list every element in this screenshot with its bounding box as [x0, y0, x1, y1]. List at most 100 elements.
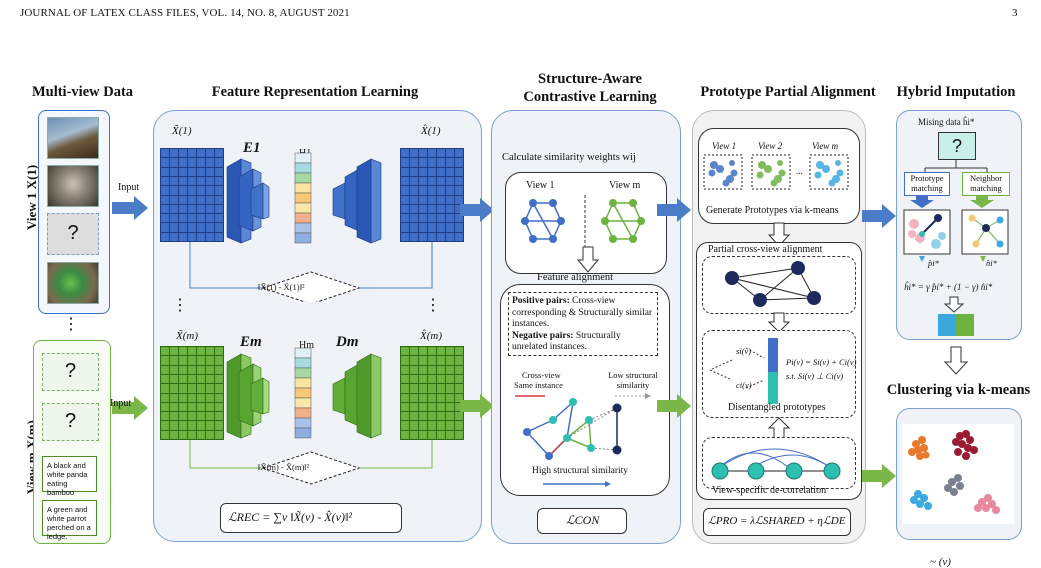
matrix-cell [419, 232, 427, 241]
matrix-cell [410, 167, 418, 176]
matrix-cell [428, 149, 436, 158]
cluster-plot [902, 424, 1014, 524]
view-ellipsis: ⋮ [63, 316, 79, 333]
matrix-cell [197, 347, 205, 356]
title-contrastive-2: Contrastive Learning [523, 89, 657, 105]
matrix-cell [428, 365, 436, 374]
missing-text-1: ? [42, 353, 99, 391]
matrix-cell [197, 421, 205, 430]
matrix-cell [419, 430, 427, 439]
rec-loss-formula: ℒREC = ∑v ‖X̃(v) - X̂(v)‖² [228, 510, 352, 524]
hybrid-output [938, 296, 974, 336]
matrix-cell [170, 204, 178, 214]
matrix-cell [419, 223, 427, 232]
matrix-cell [446, 158, 454, 167]
text-sample-parrot: A green and white parrot perched on a le… [42, 500, 97, 541]
matrix-cell [446, 421, 454, 430]
matrix-cell [410, 158, 418, 167]
p-hat-label: p̂i* [928, 258, 939, 268]
disentangle-eq1: Pi(v) = Si(v) + Ci(v) [786, 357, 857, 367]
matrix-cell [215, 232, 223, 241]
matrix-cell [401, 223, 409, 232]
high-sim-label: High structural similarity [532, 466, 629, 476]
matrix-cell [170, 384, 178, 393]
matrix-cell [215, 158, 223, 167]
matrix-cell [428, 393, 436, 402]
matrix-cell [206, 421, 214, 430]
contrastive-graph [515, 393, 651, 487]
matrix-cell [206, 393, 214, 402]
pro-loss-box [703, 508, 851, 536]
matrix-cell [446, 204, 454, 214]
matrix-cell [410, 149, 418, 158]
matrix-cell [446, 412, 454, 421]
matrix-cell [170, 374, 178, 384]
down-arrow-icon [944, 346, 968, 375]
graph-viewm-label: View m [609, 180, 641, 191]
matrix-cell [446, 186, 454, 195]
matrix-cell [215, 393, 223, 402]
matrix-cell [455, 347, 463, 356]
matrix-cell [179, 365, 187, 374]
matrix-cell [428, 412, 436, 421]
matrix-cell [197, 186, 205, 195]
matrix-cell [419, 356, 427, 365]
decorrelation-diagram [711, 448, 841, 480]
matrix-cell [179, 374, 187, 384]
matrix-cell [419, 393, 427, 402]
n-hat-label: n̂i* [986, 258, 997, 268]
matrix-cell [197, 384, 205, 393]
proto-view2-label: View 2 [758, 141, 783, 151]
matrix-cell [206, 223, 214, 232]
matrix-cell [401, 204, 409, 214]
matrix-cell [455, 158, 463, 167]
matrix-cell [215, 195, 223, 204]
matrix-cell [428, 430, 436, 439]
recon-loss-viewm: ‖X̃(m) - X̂(m)‖² [258, 462, 310, 472]
matrix-cell [401, 149, 409, 158]
cross-view-label: Cross-view [522, 370, 561, 380]
matrix-cell [206, 214, 214, 223]
matrix-cell [401, 393, 409, 402]
pro-loss-formula: ℒPRO = λℒSHARED + ηℒDE [708, 515, 846, 527]
matrix-cell [446, 232, 454, 241]
matrix-cell [419, 204, 427, 214]
matrix-cell [179, 186, 187, 195]
proto-view-dots: ... [796, 166, 803, 176]
matrix-cell [188, 421, 196, 430]
view-graphs [521, 195, 645, 265]
pairs-definition: Positive pairs: Cross-view corresponding… [508, 292, 658, 356]
matrix-cell [455, 204, 463, 214]
matrix-cell [188, 149, 196, 158]
matrix-cell [437, 158, 445, 167]
matrix-cell [170, 430, 178, 439]
matrix-cell [401, 384, 409, 393]
prototype-matching-label: Prototype matching [904, 172, 950, 196]
hm-label: Hm [299, 340, 314, 351]
matrix-cell [179, 176, 187, 186]
matrix-cell [206, 402, 214, 412]
matrix-cell [428, 347, 436, 356]
matrix-cell [419, 347, 427, 356]
matrix-cell [437, 204, 445, 214]
matrix-cell [446, 402, 454, 412]
matrix-cell [455, 365, 463, 374]
matrix-cell [419, 421, 427, 430]
partial-alignment-box [702, 256, 856, 314]
matrix-cell [179, 402, 187, 412]
matrix-cell [188, 430, 196, 439]
matrix-cell [197, 412, 205, 421]
matrix-cell [446, 356, 454, 365]
matrix-cell [428, 176, 436, 186]
down-arrow-icon [577, 246, 599, 273]
matrix-cell [401, 232, 409, 241]
matrix-cell [215, 402, 223, 412]
same-instance-label: Same instance [514, 380, 563, 390]
matrix-cell [188, 232, 196, 241]
matrix-cell [206, 167, 214, 176]
matrix-cell [197, 374, 205, 384]
matrix-cell [206, 176, 214, 186]
matrix-cell [428, 356, 436, 365]
matrix-cell [170, 186, 178, 195]
matrix-cell [206, 374, 214, 384]
